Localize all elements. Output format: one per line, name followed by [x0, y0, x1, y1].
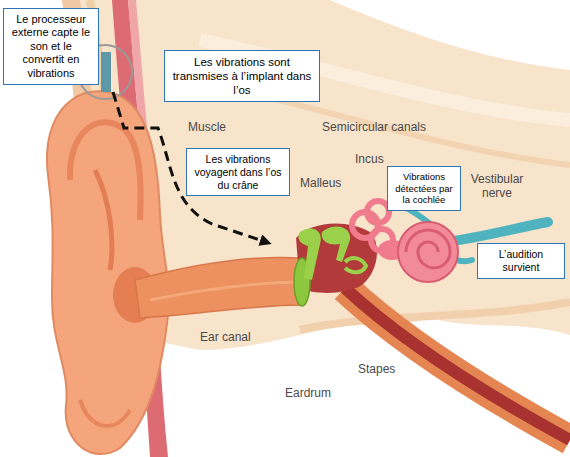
eustachian-tube-inner: [345, 288, 570, 440]
anatomy-label: Semicircular canals: [322, 120, 426, 134]
stapes: [345, 258, 366, 272]
anatomy-label: Muscle: [188, 120, 226, 134]
callout-text: L’audition survient: [483, 248, 559, 274]
callout-box: L’audition survient: [477, 243, 565, 279]
callout-box: Le processeur externe capte le son et le…: [3, 8, 99, 85]
antihelix-fold: [95, 170, 112, 270]
semicircular-canal: [367, 201, 389, 223]
cochlea: [398, 222, 458, 282]
processor-implant: [101, 52, 111, 92]
anatomy-label: Vestibular nerve: [465, 172, 529, 201]
vestibular-nerve: [445, 222, 548, 242]
incus: [322, 226, 350, 262]
callout-text: Les vibrations sont transmises à l’impla…: [170, 55, 314, 97]
anatomy-label: Stapes: [358, 362, 395, 376]
bone-stripe: [300, 302, 570, 330]
callout-text: Vibrations détectées par la cochlée: [393, 171, 455, 206]
ear-canal: [135, 257, 302, 318]
anatomy-label: Ear canal: [200, 330, 251, 344]
callout-box: Les vibrations sont transmises à l’impla…: [164, 50, 320, 102]
pinna: [47, 91, 169, 454]
cochlea-spiral: [406, 230, 450, 268]
anatomy-label: Incus: [355, 152, 384, 166]
lobe-fold: [80, 400, 130, 426]
callout-text: Les vibrations voyagent dans l’os du crâ…: [192, 153, 284, 191]
eustachian-tube: [345, 288, 570, 440]
ear-canal-highlight: [150, 282, 298, 300]
callout-box: Les vibrations voyagent dans l’os du crâ…: [186, 148, 290, 196]
skull-bone: [62, 0, 570, 350]
anatomy-label: Malleus: [300, 176, 341, 190]
anatomy-label: Eardrum: [285, 386, 331, 400]
callout-text: Le processeur externe capte le son et le…: [9, 13, 93, 80]
callout-box: Vibrations détectées par la cochlée: [387, 166, 461, 211]
malleus: [298, 228, 320, 280]
